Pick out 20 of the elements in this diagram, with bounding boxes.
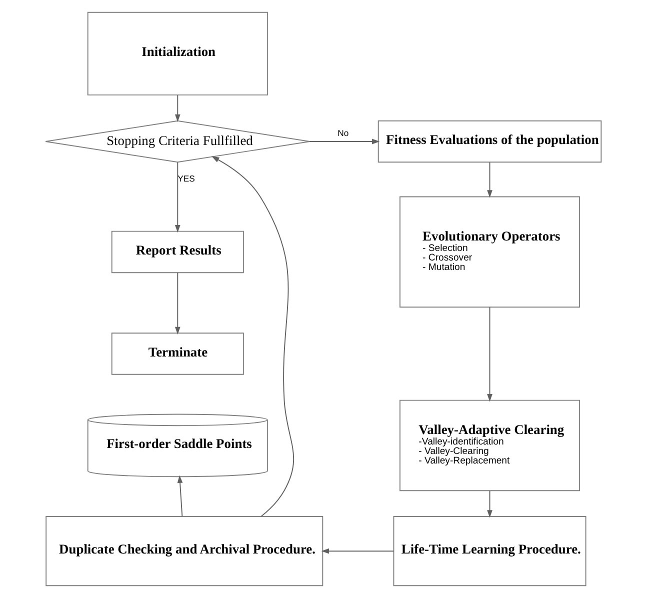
node-box: Fitness Evaluations of the population: [378, 120, 602, 163]
node-box: Life-Time Learning Procedure.: [393, 516, 586, 586]
node-box: Evolutionary Operators - Selection - Crossover - Mutation: [399, 196, 580, 308]
node-box: Duplicate Checking and Archival Procedure.: [46, 516, 324, 586]
arrow: [487, 306, 492, 402]
arrow: [309, 138, 380, 144]
node-box: Terminate: [111, 332, 244, 375]
arrow: [177, 475, 183, 517]
arrow: [174, 272, 180, 335]
arrow: [487, 162, 492, 198]
edge-label: YES: [178, 174, 195, 184]
node-box: Initialization: [87, 12, 268, 96]
node-box: Report Results: [111, 230, 244, 274]
edge-label: No: [338, 128, 349, 138]
node-box: Valley-Adaptive Clearing -Valley-identification - Valley-Clearing - Valley-Replacement: [399, 400, 580, 492]
arrow: [174, 162, 180, 233]
arrow: [487, 490, 492, 518]
arrow: [212, 156, 294, 517]
arrow: [321, 548, 394, 554]
arrow: [174, 94, 180, 122]
